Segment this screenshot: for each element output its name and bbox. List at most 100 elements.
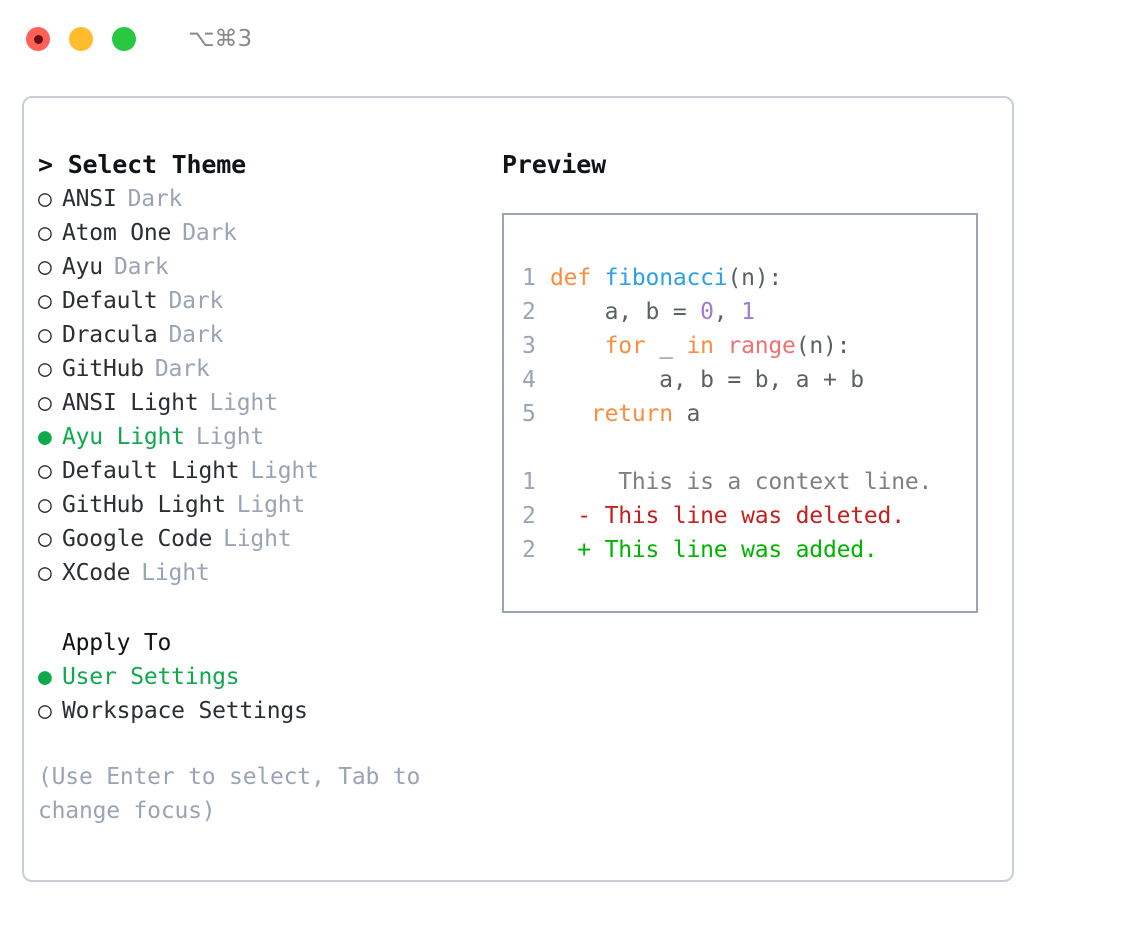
window-controls — [26, 27, 136, 51]
code-line: 1 def fibonacci(n): — [522, 261, 976, 295]
theme-option-label: Dracula — [62, 322, 158, 348]
code-token — [714, 333, 728, 359]
theme-option-label: GitHub — [62, 356, 144, 382]
line-number: 2 — [522, 299, 536, 325]
apply-to-option-workspace-settings[interactable]: ○ Workspace Settings — [38, 694, 478, 728]
diff-marker — [550, 469, 591, 495]
code-token: range — [727, 333, 796, 359]
title-bar: ⌥⌘3 — [0, 0, 1140, 78]
diff-line-ctx: 1 This is a context line. — [522, 465, 976, 499]
code-token — [550, 333, 605, 359]
theme-option-label: ANSI — [62, 186, 117, 212]
theme-option-default[interactable]: ○ Default Dark — [38, 284, 478, 318]
code-token: , — [713, 299, 742, 325]
line-number: 3 — [522, 333, 536, 359]
theme-variant-badge: Dark — [168, 288, 224, 314]
code-token: (n): — [795, 333, 851, 359]
radio-unselected-icon: ○ — [38, 322, 52, 348]
keyboard-shortcut-label: ⌥⌘3 — [188, 26, 253, 52]
code-token: a, b = — [550, 299, 701, 325]
theme-option-label: Google Code — [62, 526, 213, 552]
radio-unselected-icon: ○ — [38, 458, 52, 484]
theme-variant-badge: Light — [236, 492, 306, 518]
apply-to-option-user-settings[interactable]: ●User Settings — [38, 660, 478, 694]
line-number: 5 — [522, 401, 536, 427]
line-number: 2 — [522, 537, 536, 563]
code-token: def — [550, 265, 591, 291]
code-diff-spacer — [522, 431, 976, 465]
radio-unselected-icon: ○ — [38, 254, 52, 280]
theme-option-ansi[interactable]: ○ ANSI Dark — [38, 182, 478, 216]
radio-unselected-icon: ○ — [38, 220, 52, 246]
line-number: 1 — [522, 469, 536, 495]
radio-selected-icon: ● — [38, 664, 52, 690]
theme-option-label: Ayu — [62, 254, 103, 280]
diff-text: This line was deleted. — [590, 503, 905, 529]
close-button[interactable] — [26, 27, 50, 51]
theme-variant-badge: Light — [141, 560, 210, 586]
theme-option-label: Default — [62, 288, 158, 314]
code-line: 4 a, b = b, a + b — [522, 363, 976, 397]
theme-variant-badge: Dark — [154, 356, 210, 382]
diff-line-add: 2 + This line was added. — [522, 533, 976, 567]
code-token — [591, 265, 605, 291]
theme-option-xcode[interactable]: ○ XCode Light — [38, 556, 478, 590]
radio-unselected-icon: ○ — [38, 698, 52, 724]
section-spacer — [38, 590, 478, 626]
preview-heading: Preview — [502, 150, 606, 179]
code-token — [550, 401, 591, 427]
theme-variant-badge: Light — [223, 526, 292, 552]
radio-unselected-icon: ○ — [38, 356, 52, 382]
apply-to-option-label: Workspace Settings — [62, 698, 308, 724]
diff-marker: + — [550, 537, 591, 563]
code-token: 1 — [741, 299, 755, 325]
diff-line-del: 2 - This line was deleted. — [522, 499, 976, 533]
theme-variant-badge: Dark — [182, 220, 237, 246]
code-line: 5 return a — [522, 397, 976, 431]
line-number: 1 — [522, 265, 536, 291]
minimize-button[interactable] — [69, 27, 93, 51]
theme-option-label: Default Light — [62, 458, 240, 484]
select-theme-heading: > Select Theme — [38, 150, 246, 179]
code-token: fibonacci — [604, 265, 728, 291]
theme-option-default-light[interactable]: ○ Default Light Light — [38, 454, 478, 488]
code-token: return — [590, 401, 673, 427]
code-token: a, b = b, a + b — [550, 367, 864, 393]
code-token: in — [686, 333, 714, 359]
diff-text: This is a context line. — [590, 469, 933, 495]
theme-variant-badge: Dark — [127, 186, 183, 212]
radio-unselected-icon: ○ — [38, 288, 52, 314]
apply-to-option-list: ●User Settings ○ Workspace Settings — [38, 660, 478, 728]
theme-option-ayu[interactable]: ○ Ayu Dark — [38, 250, 478, 284]
radio-unselected-icon: ○ — [38, 492, 52, 518]
radio-selected-icon: ● — [38, 424, 52, 450]
code-token: 0 — [700, 299, 714, 325]
diff-sample: 1 This is a context line.2 - This line w… — [522, 465, 976, 567]
radio-unselected-icon: ○ — [38, 186, 52, 212]
theme-variant-badge: Dark — [113, 254, 169, 280]
theme-option-label: XCode — [62, 560, 131, 586]
theme-option-google-code[interactable]: ○ Google Code Light — [38, 522, 478, 556]
radio-unselected-icon: ○ — [38, 560, 52, 586]
apply-to-heading: Apply To — [62, 630, 172, 656]
code-token: _ — [645, 333, 687, 359]
code-token: a — [672, 401, 701, 427]
code-token: (n): — [727, 265, 783, 291]
theme-variant-badge: Light — [209, 390, 278, 416]
maximize-button[interactable] — [112, 27, 136, 51]
diff-marker: - — [550, 503, 591, 529]
theme-variant-badge: Light — [250, 458, 319, 484]
keyboard-hint: (Use Enter to select, Tab to change focu… — [38, 764, 421, 824]
theme-option-github[interactable]: ○ GitHub Dark — [38, 352, 478, 386]
radio-unselected-icon: ○ — [38, 526, 52, 552]
